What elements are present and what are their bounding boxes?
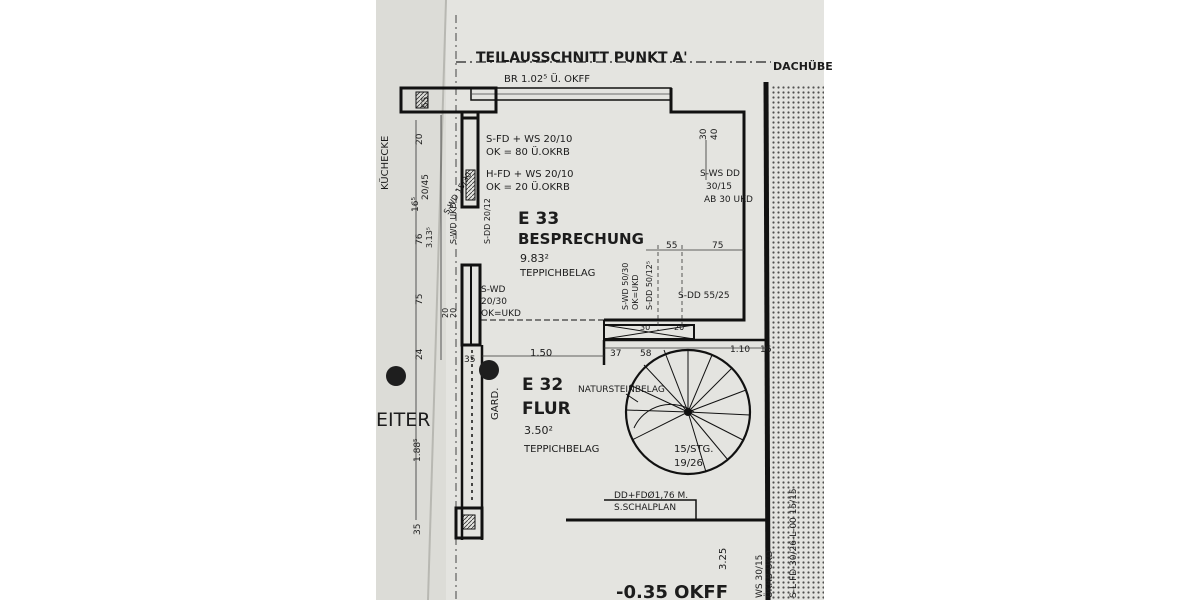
dim-75: 75 [712,241,723,251]
dim-110: 1.10 [730,345,750,355]
wall-left-upper [460,110,480,209]
room-e32-id: E 32 [522,375,563,395]
stair-note-2: S.SCHALPLAN [614,503,676,513]
dim-16-right: 16 [760,345,772,355]
edge-label-left: EITER [376,409,430,431]
dim-35-mid: 35 [464,355,475,365]
dim-55: 55 [666,241,677,251]
beam-label-9: 20/30 [481,297,507,307]
dim-188: 1.88⁵ [413,438,423,462]
beam-label-12: S-WD 50/30 [621,263,630,310]
stair-base [604,499,697,520]
dim-30-stair: 30 [640,323,650,332]
exterior-dotted-area [771,85,824,600]
dim-20-45: 20/45 [421,174,431,200]
punch-hole-left [386,366,406,386]
dim-16: 16⁵ [411,197,421,212]
beam-label-18: ÜKRB-UKD [764,550,775,598]
dim-30: 30 [699,128,709,140]
beam-label-15: S-WD UKD [449,202,458,244]
top-note: BR 1.02⁵ Ü. OKFF [504,72,590,85]
room-e33-wall [604,88,746,322]
beam-label-6: 30/15 [706,182,732,192]
dim-40: 40 [710,128,720,140]
left-room-label: KÜCHECKE [378,136,391,190]
punch-hole-right [479,360,499,380]
dim-20-stair: 20 [674,323,684,332]
floor-plan-sheet: TEILAUSSCHNITT PUNKT A' BR 1.02⁵ Ü. OKFF… [376,0,833,600]
dim-150: 1.50 [530,348,552,359]
dim-313: 3.13⁵ [425,227,434,248]
dim-24: 24 [415,348,425,360]
wall-left-pillar-hatch [462,514,476,530]
dim-55-top: 55 [421,97,431,108]
stair-finish-leader [625,393,639,403]
dim-76: 76 [415,233,425,245]
dim-37: 37 [610,349,621,359]
pillar-hatch [415,91,429,109]
edge-label-right: DACHÜBE [773,59,833,73]
room-e33-name: BESPRECHUNG [518,230,644,248]
beam-label-7: AB 30 UKD [704,195,753,205]
dim-58: 58 [640,349,652,359]
room-e32-floor: TEPPICHBELAG [523,444,599,455]
paper-fold [427,0,447,600]
spiral-stair [624,348,752,476]
stair-header-diag-b [603,324,695,340]
dim-325: 3.25 [718,548,729,570]
beam-label-11: S-DD 55/25 [678,291,730,301]
beam-label-8: S-WD [481,285,505,295]
dim-35-bottom: 35 [413,524,423,535]
stair-ratio: 19/26 [674,458,703,469]
exterior-wall-right [763,81,771,600]
beam-label-4: OK = 20 Ü.OKRB [486,180,570,193]
beam-label-5: S-WS DD [700,169,740,179]
beam-label-19: S-L-FD 30/26-L-00 15/15 [789,488,799,598]
room-e32-area: 3.50² [524,424,553,437]
beam-label-14: S-DD 50/12⁵ [645,261,654,310]
beam-label-17: WS 30/15 [755,555,765,598]
room-e32-name: FLUR [522,399,571,419]
room-e33-id: E 33 [518,209,559,229]
beam-label-13: OK=UKD [631,274,640,310]
beam-label-1: S-FD + WS 20/10 [486,134,572,145]
stair-steps: 15/STG. [674,444,713,455]
dim-20-a: 20 [441,308,450,318]
paper-fold-shadow [376,0,446,600]
wall-left-pillar-bottom [454,506,484,540]
beam-label-10: OK=UKD [481,309,521,319]
plan-title: TEILAUSSCHNITT PUNKT A' [476,50,688,66]
room-e33-floor: TEPPICHBELAG [519,268,595,279]
beam-label-2: OK = 80 Ü.OKRB [486,145,570,158]
floor-plan-drawing: TEILAUSSCHNITT PUNKT A' BR 1.02⁵ Ü. OKFF… [376,0,833,600]
garderobe-label: GARD. [490,388,501,420]
beam-label-3: H-FD + WS 20/10 [486,169,574,180]
stair-note-1: DD+FDØ1,76 M. [614,490,688,501]
stair-finish: NATURSTEINBELAG [578,385,665,395]
wall-left-column [465,169,476,201]
bottom-level: -0.35 OKFF [616,582,728,600]
dim-75-left: 75 [415,294,425,305]
room-e33-area: 9.83² [520,252,549,265]
dim-20-b: 20 [449,308,458,318]
beam-label-16: S-DD 20/12 [483,198,492,244]
dim-20: 20 [415,133,425,145]
